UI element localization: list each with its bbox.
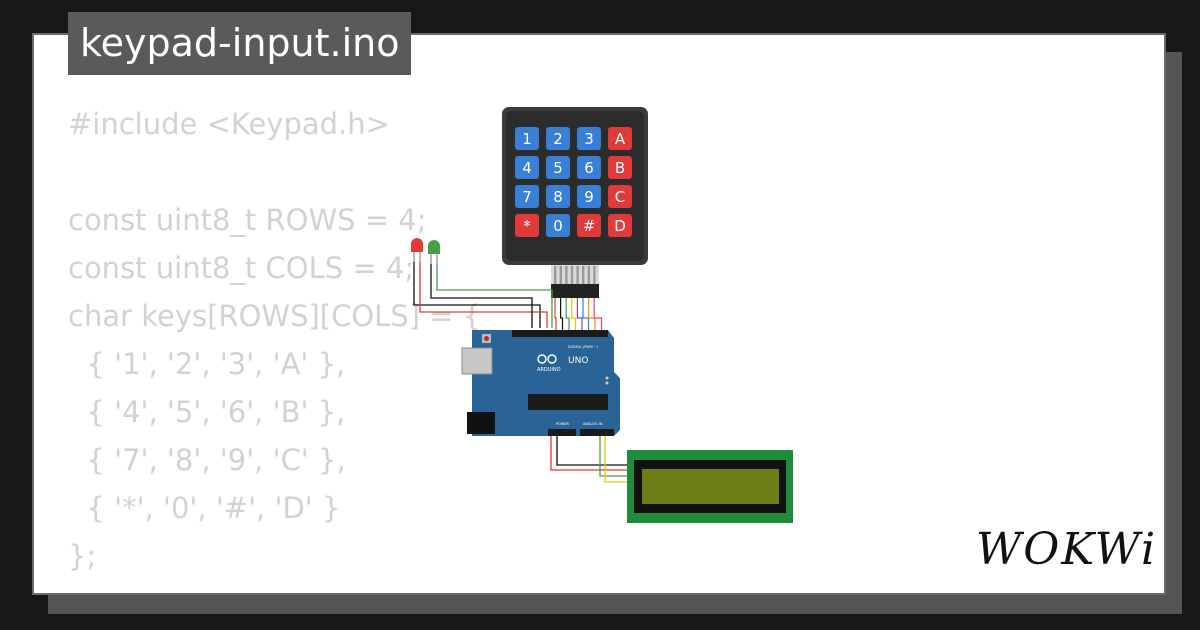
keypad-key-label: 4 <box>522 159 532 177</box>
code-line: { '4', '5', '6', 'B' }, <box>68 395 346 429</box>
digital-label: DIGITAL (PWM ~) <box>568 345 599 349</box>
keypad-key[interactable]: C <box>608 185 632 208</box>
analog-header <box>580 429 614 436</box>
code-line: { '7', '8', '9', 'C' }, <box>68 443 346 477</box>
usb-port <box>461 347 493 375</box>
keypad-connector <box>551 265 599 285</box>
keypad-key-label: 6 <box>584 159 594 177</box>
analog-label: ANALOG IN <box>583 422 603 426</box>
keypad-key-label: A <box>615 130 626 148</box>
board-label: UNO <box>568 356 588 366</box>
lcd-wire <box>604 436 627 483</box>
keypad-wire <box>559 298 564 330</box>
keypad-key[interactable]: 4 <box>515 156 539 179</box>
keypad-key-label: 5 <box>553 159 563 177</box>
arduino-uno: UNO ARDUINO DIGITAL (PWM ~) POWER ANALOG… <box>461 330 620 436</box>
keypad-key-label: 2 <box>553 130 563 148</box>
led-green <box>428 240 440 264</box>
circuit-diagram: 1 2 3 A 4 5 6 B 7 8 9 C * 0 # D UNO <box>411 107 793 523</box>
code-line: #include <Keypad.h> <box>68 107 390 141</box>
page-title: keypad-input.ino <box>68 12 412 75</box>
wires <box>554 298 603 330</box>
lcd-wire <box>550 436 627 471</box>
code-line: }; <box>68 539 97 573</box>
keypad-wire <box>593 298 603 330</box>
wokwi-logo: WOKWi <box>976 524 1158 575</box>
keypad-key[interactable]: 0 <box>546 214 570 237</box>
code-line: { '1', '2', '3', 'A' }, <box>68 347 346 381</box>
keypad-key-label: 1 <box>522 130 532 148</box>
keypad-key[interactable]: 9 <box>577 185 601 208</box>
keypad: 1 2 3 A 4 5 6 B 7 8 9 C * 0 # D <box>502 107 648 298</box>
led-wire <box>436 264 553 328</box>
keypad-key-label: B <box>615 159 625 177</box>
keypad-pin <box>576 266 579 284</box>
atmega-chip <box>528 394 608 410</box>
led-wire <box>413 262 541 328</box>
keypad-key[interactable]: 5 <box>546 156 570 179</box>
keypad-key[interactable]: 6 <box>577 156 601 179</box>
keypad-pin <box>570 266 574 284</box>
keypad-wire <box>565 298 570 330</box>
keypad-key[interactable]: 3 <box>577 127 601 150</box>
lcd-wire <box>556 436 627 466</box>
keypad-key-label: 9 <box>584 188 594 206</box>
keypad-key[interactable]: 8 <box>546 185 570 208</box>
keypad-key-label: * <box>523 217 531 235</box>
keypad-key[interactable]: B <box>608 156 632 179</box>
keypad-key[interactable]: 7 <box>515 185 539 208</box>
keypad-wire <box>582 298 590 330</box>
keypad-wire <box>587 298 596 330</box>
keypad-key-label: 3 <box>584 130 594 148</box>
keypad-wire <box>554 298 557 330</box>
keypad-key[interactable]: D <box>608 214 632 237</box>
power-jack <box>467 412 495 434</box>
keypad-key[interactable]: # <box>577 214 601 237</box>
code-line: { '*', '0', '#', 'D' } <box>68 491 341 525</box>
lcd-display <box>627 450 793 523</box>
keypad-key-label: C <box>615 188 625 206</box>
keypad-key[interactable]: 1 <box>515 127 539 150</box>
power-header <box>548 429 576 436</box>
keypad-wire <box>576 298 583 330</box>
code-line: const uint8_t ROWS = 4; <box>68 203 427 237</box>
keypad-pin <box>559 266 562 284</box>
keypad-key[interactable]: * <box>515 214 539 237</box>
lcd-screen <box>642 469 779 504</box>
keypad-key-label: 7 <box>522 188 532 206</box>
led-wire <box>419 262 548 328</box>
brand-label: ARDUINO <box>537 367 561 373</box>
code-line: const uint8_t COLS = 4; <box>68 251 415 285</box>
digital-header <box>512 330 608 337</box>
keypad-header <box>551 284 599 298</box>
keypad-key[interactable]: 2 <box>546 127 570 150</box>
keypad-pin <box>587 266 590 284</box>
keypad-pin <box>582 266 585 284</box>
keypad-wire <box>571 298 577 330</box>
keypad-key-label: 0 <box>553 217 563 235</box>
led-red <box>411 238 423 262</box>
keypad-key-label: 8 <box>553 188 563 206</box>
power-label: POWER <box>556 422 570 426</box>
lcd-wire <box>599 436 627 477</box>
led-wire <box>430 264 533 328</box>
keypad-key[interactable]: A <box>608 127 632 150</box>
keypad-key-label: # <box>583 217 596 235</box>
arduino-logo-icon <box>537 354 557 364</box>
led-red-body <box>411 238 423 252</box>
keypad-pin <box>593 266 596 284</box>
code-preview: #include <Keypad.h> const uint8_t ROWS = … <box>68 100 481 580</box>
keypad-key-label: D <box>614 217 626 235</box>
keypad-pin <box>565 266 568 284</box>
keypad-pin <box>554 266 557 284</box>
led-green-body <box>428 240 440 254</box>
